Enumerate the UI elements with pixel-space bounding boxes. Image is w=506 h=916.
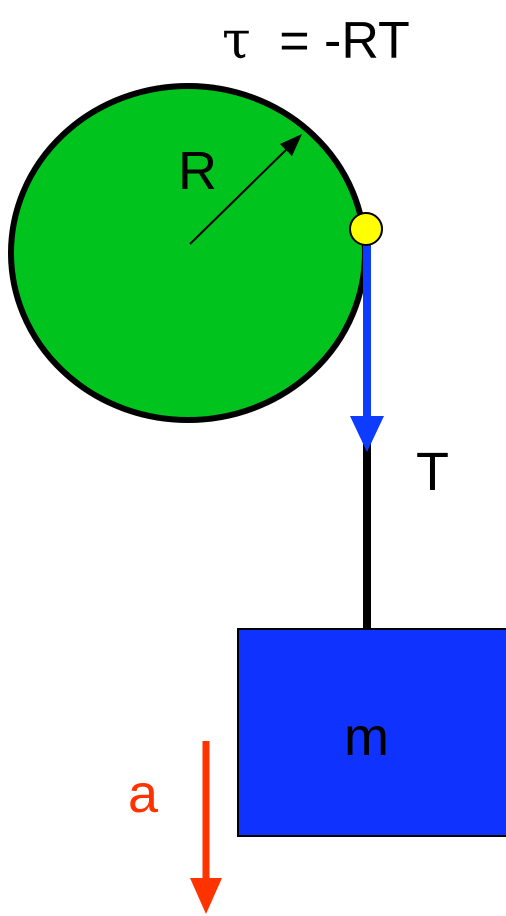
tension-arrowhead [350, 416, 384, 452]
tau-symbol: τ [222, 11, 251, 71]
torque-equation: τ = -RT [222, 11, 410, 71]
mass-block [237, 628, 506, 837]
acceleration-arrowhead [190, 878, 222, 914]
radius-arrowhead [280, 134, 302, 156]
pulley-disk [8, 83, 368, 423]
contact-point [349, 212, 383, 246]
mass-label: m [344, 707, 389, 767]
tension-label: T [416, 442, 449, 502]
acceleration-label: a [128, 764, 159, 824]
radius-arrow-line [189, 145, 291, 245]
radius-label: R [178, 141, 217, 201]
torque-equation-rhs: = -RT [279, 12, 410, 70]
